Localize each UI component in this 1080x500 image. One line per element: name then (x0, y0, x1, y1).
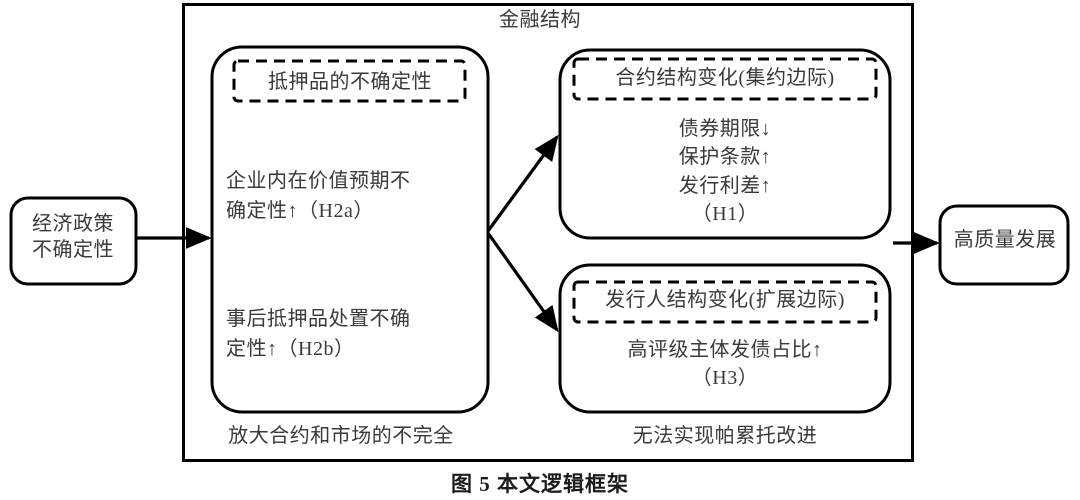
source-node-label: 经济政策 不确定性 (32, 213, 114, 261)
mechanism-node-shape (210, 45, 490, 414)
note-left-label: 放大合约和市场的不完全 (228, 425, 454, 447)
mechanism-item-2-label: 事后抵押品处置不确 定性↑（H2b） (226, 308, 411, 360)
arrow-mechanism-to-intensive (486, 134, 559, 232)
extensive-margin-node-shape (558, 263, 892, 414)
mechanism-dashed-header-label: 抵押品的不确定性 (268, 71, 432, 93)
mechanism-dashed-header-shape (232, 59, 467, 103)
extensive-margin-body-label: 高评级主体发债占比↑ （H3） (627, 339, 823, 390)
note-right-label: 无法实现帕累托改进 (632, 425, 818, 447)
arrow-mechanism-to-extensive (486, 232, 559, 333)
intensive-margin-node-shape (558, 48, 892, 240)
intensive-margin-dashed-header-label: 合约结构变化(集约边际) (615, 67, 835, 89)
source-node-shape (9, 196, 138, 286)
outcome-node-shape (938, 204, 1070, 286)
intensive-margin-dashed-header-shape (572, 57, 878, 101)
extensive-margin-dashed-header-label: 发行人结构变化(扩展边际) (605, 289, 845, 311)
figure-caption: 图 5 本文逻辑框架 (451, 472, 629, 496)
extensive-margin-dashed-header-shape (572, 280, 878, 324)
outcome-node-label: 高质量发展 (953, 229, 1057, 251)
intensive-margin-body-label: 债券期限↓ 保护条款↑ 发行利差↑ （H1） (678, 118, 772, 226)
frame-title: 金融结构 (499, 9, 581, 31)
financial-structure-frame (182, 3, 914, 462)
mechanism-item-1-label: 企业内在价值预期不 确定性↑（H2a） (226, 170, 411, 222)
